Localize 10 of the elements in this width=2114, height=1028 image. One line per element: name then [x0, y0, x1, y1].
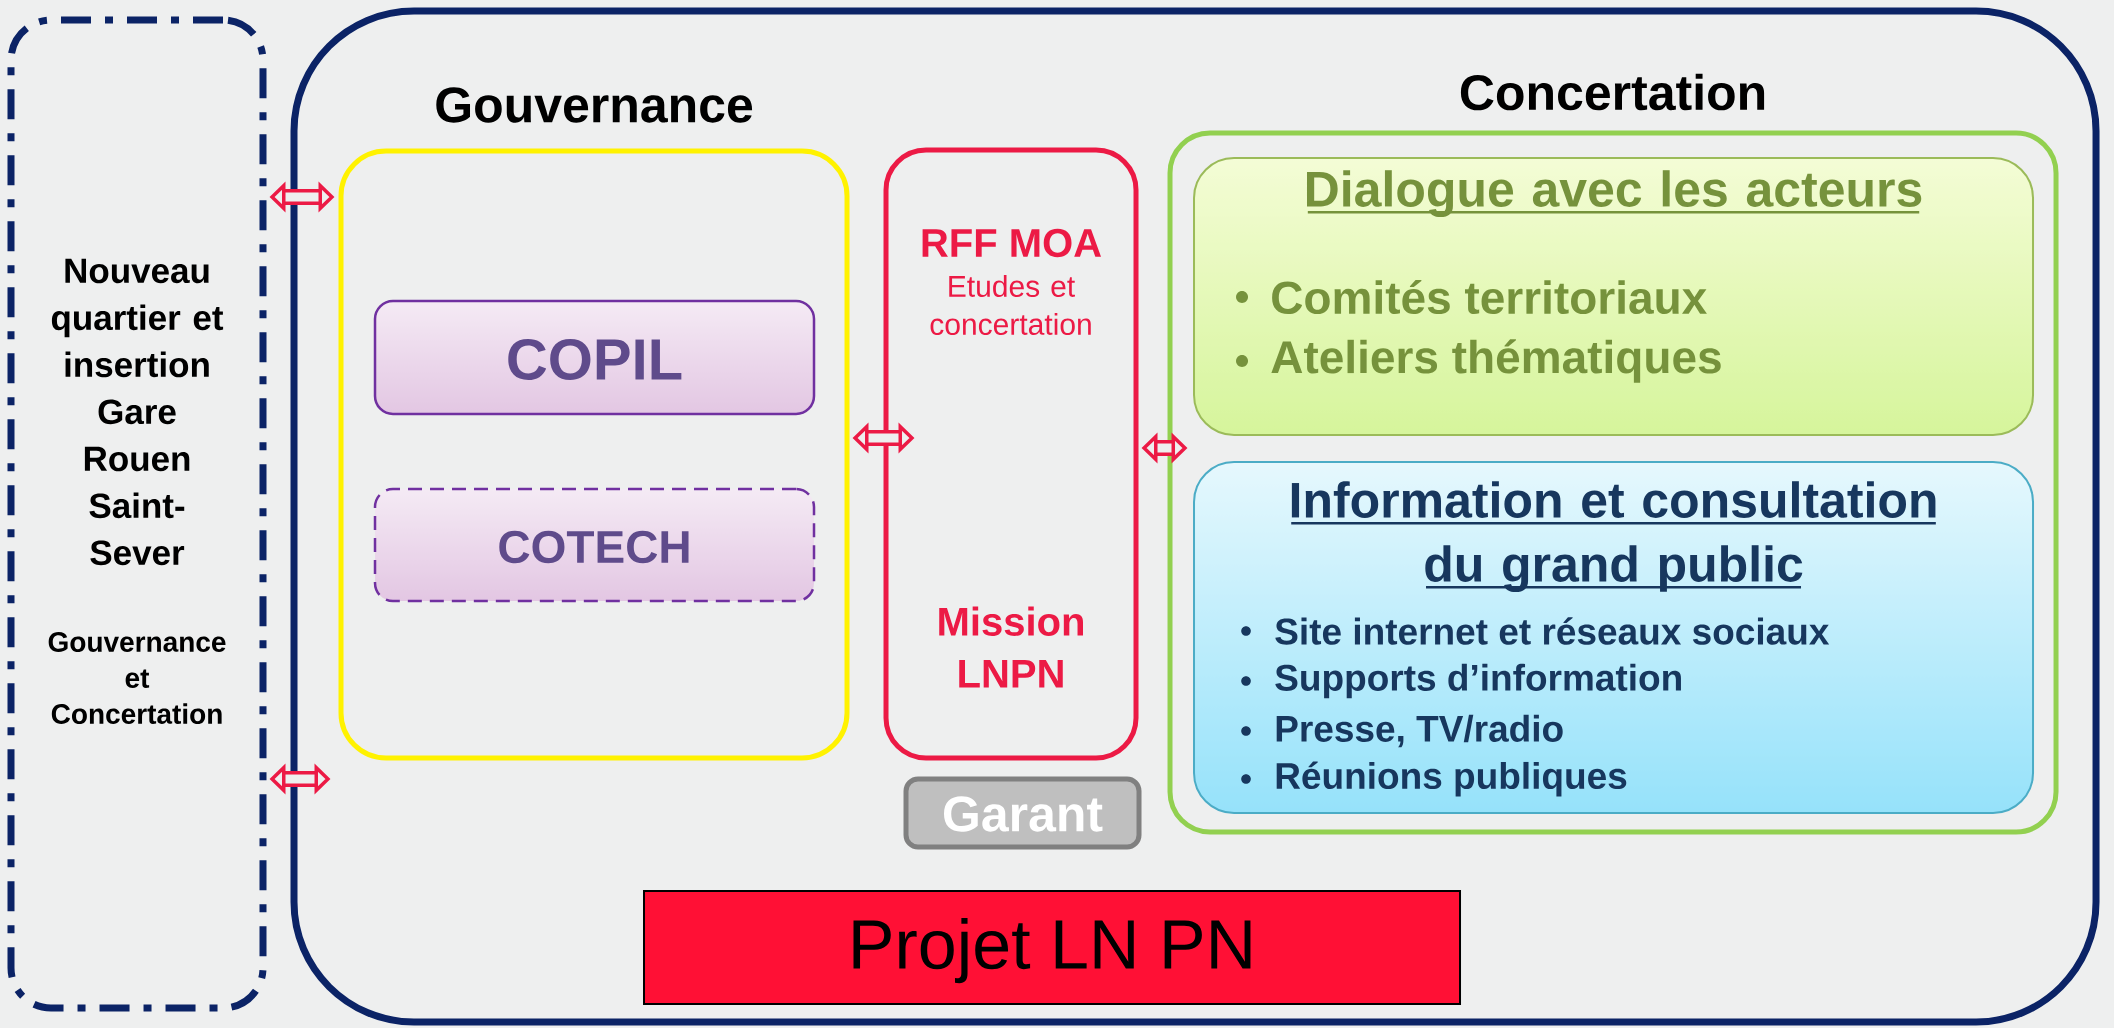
committee-box: COPIL: [373, 299, 816, 416]
process-box: RFF MOA Etudes et concertation Mission LNPN: [883, 147, 1139, 761]
info-box: Dialogue avec les acteurs Comités territoriaux Ateliers thématiques: [1193, 157, 2035, 436]
project-banner: Projet LN PN: [643, 890, 1461, 1005]
label-box: Garant: [903, 776, 1142, 850]
node-label: Concertation: [1460, 73, 1765, 111]
rounded-frame: [290, 7, 2100, 1026]
node-label: Gouvernance: [436, 87, 753, 123]
committee-box: COTECH: [373, 487, 816, 603]
info-box: Information et consultation du grand public Site internet et réseaux sociaux Supports d’information Presse, TV/radio Réunions publiques: [1193, 461, 2035, 814]
